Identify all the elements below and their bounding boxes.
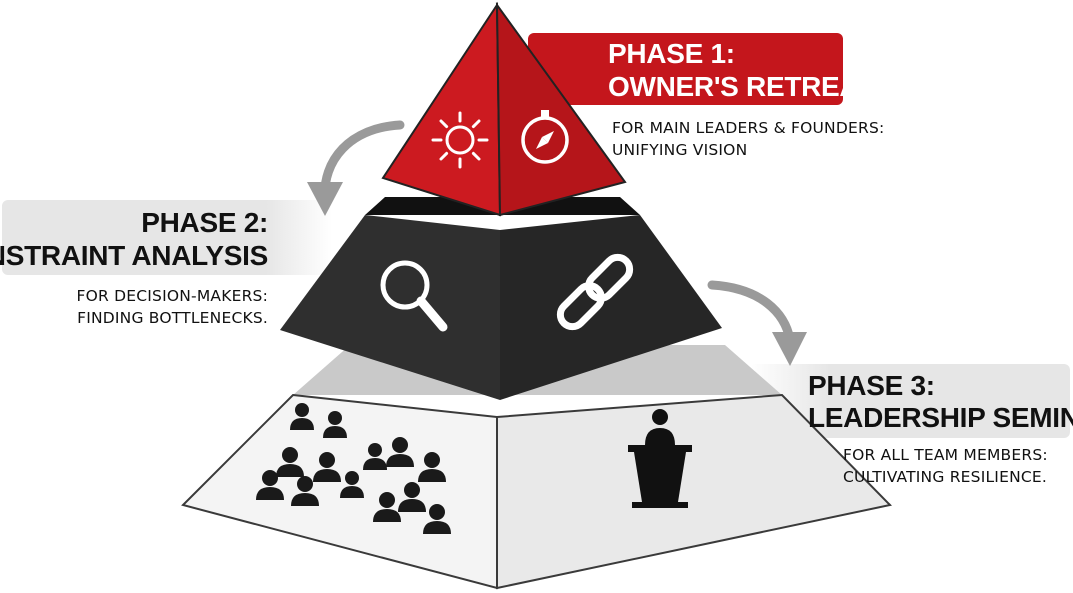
magnifying-glass-icon: [380, 260, 448, 332]
phase-2-description-line-1: FOR DECISION-MAKERS:: [77, 287, 269, 305]
phase-2-title-line-1: PHASE 2:: [141, 207, 268, 238]
pyramid-tier-1: [381, 1, 627, 217]
phase-2-title-bar: [2, 200, 332, 275]
phase-1-title-bar: [528, 33, 843, 105]
phase-3-title-bar: [750, 364, 1070, 438]
compass-icon: [521, 110, 569, 164]
arrow-phase-1-to-2: [307, 120, 405, 216]
phase-2-description-line-2: FINDING BOTTLENECKS.: [77, 309, 268, 327]
chain-link-icon: [556, 253, 634, 331]
arrow-phase-2-to-3: [707, 280, 807, 366]
phase-3-title-line-2: LEADERSHIP SEMINARS: [808, 402, 1073, 433]
phase-1-description-line-2: UNIFYING VISION: [612, 141, 747, 159]
sun-icon: [431, 111, 489, 169]
group-of-people-icon: [256, 403, 451, 534]
speaker-at-podium-icon: [628, 409, 692, 508]
phase-2-title-line-2: CONSTRAINT ANALYSIS: [0, 240, 268, 271]
phase-3-description-line-2: CULTIVATING RESILIENCE.: [843, 468, 1047, 486]
phase-1-description-line-1: FOR MAIN LEADERS & FOUNDERS:: [612, 119, 884, 137]
pyramid-tier-2: [280, 197, 722, 400]
phase-3-title-line-1: PHASE 3:: [808, 370, 935, 401]
phase-1-title-line-2: OWNER'S RETREAT: [608, 71, 874, 102]
phase-3-description-line-1: FOR ALL TEAM MEMBERS:: [843, 446, 1048, 464]
phase-1-title-line-1: PHASE 1:: [608, 38, 735, 69]
